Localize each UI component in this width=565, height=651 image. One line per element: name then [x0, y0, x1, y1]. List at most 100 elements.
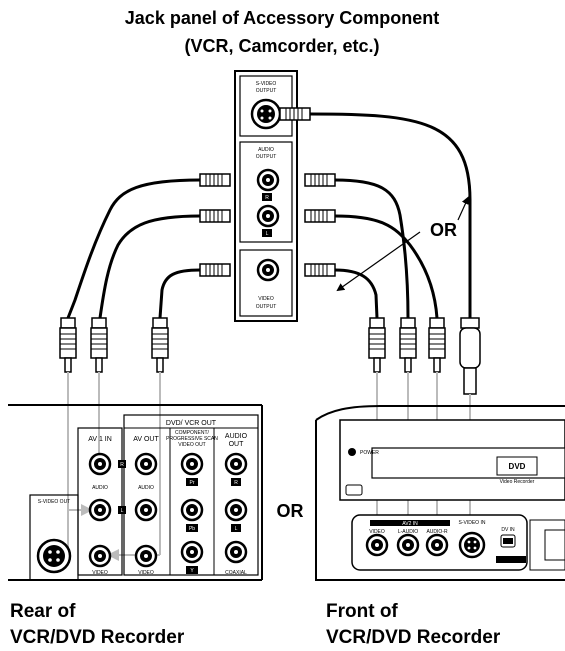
l-badge-rear	[118, 506, 126, 514]
l-badge-rear-text: L	[121, 508, 124, 514]
audio-l-plug-rear	[90, 317, 108, 373]
svideo-out-label: S-VIDEO OUT	[38, 499, 71, 505]
audio-l-plug-right	[304, 209, 336, 223]
video-label-left: VIDEO	[92, 570, 108, 576]
component-label-3: VIDEO OUT	[178, 442, 206, 448]
audio-out-l-badge	[231, 524, 241, 532]
rear-caption-line2: VCR/DVD Recorder	[10, 627, 185, 648]
video-cable-right	[334, 268, 379, 319]
audio-r-tag	[262, 193, 272, 201]
audio-output-r-jack[interactable]	[256, 168, 280, 192]
component-label-2: PROGRESSIVE SCAN	[166, 436, 218, 442]
video-plug-front	[368, 317, 386, 373]
video-plug-left	[199, 263, 231, 277]
or-label-middle: OR	[277, 501, 304, 521]
video-output-jack[interactable]	[256, 258, 280, 282]
audio-l-tag	[262, 229, 272, 237]
av-out-audio-l-jack[interactable]	[134, 498, 158, 522]
audio-out-r-badge-text: R	[234, 480, 238, 486]
av-out-audio-r-jack[interactable]	[134, 452, 158, 476]
av1-in-audio-r-jack[interactable]	[88, 452, 112, 476]
or-label-top: OR	[430, 220, 457, 240]
video-output-label-1: VIDEO	[258, 296, 274, 302]
component-pr-jack[interactable]	[180, 452, 204, 476]
dvd-logo-text: DVD	[509, 462, 526, 471]
video-cable-left	[158, 268, 201, 319]
av1-in-audio-l-jack[interactable]	[88, 498, 112, 522]
audio-r-plug-rear	[59, 317, 77, 373]
y-badge-text: Y	[190, 568, 194, 574]
dvd-logo-subtext: Video Recorder	[500, 479, 535, 485]
audio-out-l-badge-text: L	[235, 526, 238, 532]
audio-l-plug-front	[399, 317, 417, 373]
av-out-label: AV OUT	[133, 436, 159, 443]
audio-label-left: AUDIO	[92, 485, 108, 491]
av-out-video-jack[interactable]	[134, 544, 158, 568]
pb-badge	[186, 524, 198, 532]
audio-r-plug-left	[199, 173, 231, 187]
svideo-output-jack[interactable]	[250, 98, 282, 130]
svideo-output-label-1: S-VIDEO	[256, 81, 277, 87]
front-panel: POWER DVD Video Recorder AV2 IN VIDEO L-…	[315, 405, 565, 581]
or-arrow-right	[457, 196, 470, 221]
y-badge	[186, 566, 198, 574]
audio-l-plug-left	[199, 209, 231, 223]
audio-out-label-1: AUDIO	[225, 433, 248, 440]
audio-r-cable-left	[66, 178, 201, 319]
av2-in-label: AV2 IN	[402, 521, 418, 527]
dv-in-label: DV IN	[501, 527, 515, 533]
front-svideo-in-label: S-VIDEO IN	[459, 520, 486, 526]
audio-out-l-jack[interactable]	[224, 498, 248, 522]
component-y-jack[interactable]	[180, 540, 204, 564]
pb-badge-text: Pb	[189, 526, 195, 532]
front-svideo-in-jack[interactable]	[458, 531, 486, 559]
dvd-vcr-out-label: DVD/ VCR OUT	[166, 420, 217, 427]
diagram-title-line1: Jack panel of Accessory Component	[125, 8, 439, 28]
audio-out-label-2: OUT	[229, 441, 245, 448]
front-audio-l-jack[interactable]	[396, 533, 420, 557]
audio-output-label-1: AUDIO	[258, 147, 274, 153]
audio-l-cable-left	[98, 214, 201, 319]
audio-output-label-2: OUTPUT	[256, 154, 277, 160]
r-badge-rear-text: R	[120, 462, 124, 468]
front-audio-r-label: AUDIO-R	[426, 529, 448, 535]
svideo-plug-front	[459, 317, 481, 395]
front-caption-line1: Front of	[326, 601, 398, 622]
front-video-jack[interactable]	[365, 533, 389, 557]
audio-out-r-jack[interactable]	[224, 452, 248, 476]
video-output-label-2: OUTPUT	[256, 304, 277, 310]
front-caption-line2: VCR/DVD Recorder	[326, 627, 501, 648]
svideo-plug-accessory	[279, 107, 311, 121]
front-audio-r-jack[interactable]	[425, 533, 449, 557]
coaxial-label: COAXIAL	[225, 570, 247, 576]
svideo-out-jack[interactable]	[36, 538, 72, 574]
audio-output-l-jack[interactable]	[256, 204, 280, 228]
power-indicator	[345, 484, 363, 496]
rear-caption-line1: Rear of	[10, 601, 76, 622]
power-label: POWER	[360, 450, 379, 456]
audio-r-plug-front	[428, 317, 446, 373]
power-button[interactable]	[348, 448, 356, 456]
av1-in-label: AV 1 IN	[88, 436, 112, 443]
front-badge	[496, 556, 526, 563]
audio-r-plug-right	[304, 173, 336, 187]
front-video-label: VIDEO	[369, 529, 385, 535]
audio-l-text: L	[266, 231, 269, 237]
audio-r-text: R	[265, 195, 269, 201]
r-badge-rear	[118, 460, 126, 468]
dvd-logo: DVD Video Recorder	[496, 456, 538, 485]
video-plug-rear	[151, 317, 169, 373]
pr-badge	[186, 478, 198, 486]
video-plug-right	[304, 263, 336, 277]
audio-l-cable-right	[334, 214, 439, 319]
component-label-1: COMPONENT/	[175, 430, 210, 436]
audio-label-mid: AUDIO	[138, 485, 154, 491]
audio-out-r-badge	[231, 478, 241, 486]
av1-in-video-jack[interactable]	[88, 544, 112, 568]
audio-r-cable-right	[334, 178, 410, 319]
component-pb-jack[interactable]	[180, 498, 204, 522]
coaxial-jack[interactable]	[224, 540, 248, 564]
video-label-mid: VIDEO	[138, 570, 154, 576]
front-l-audio-label: L-AUDIO	[398, 529, 418, 535]
